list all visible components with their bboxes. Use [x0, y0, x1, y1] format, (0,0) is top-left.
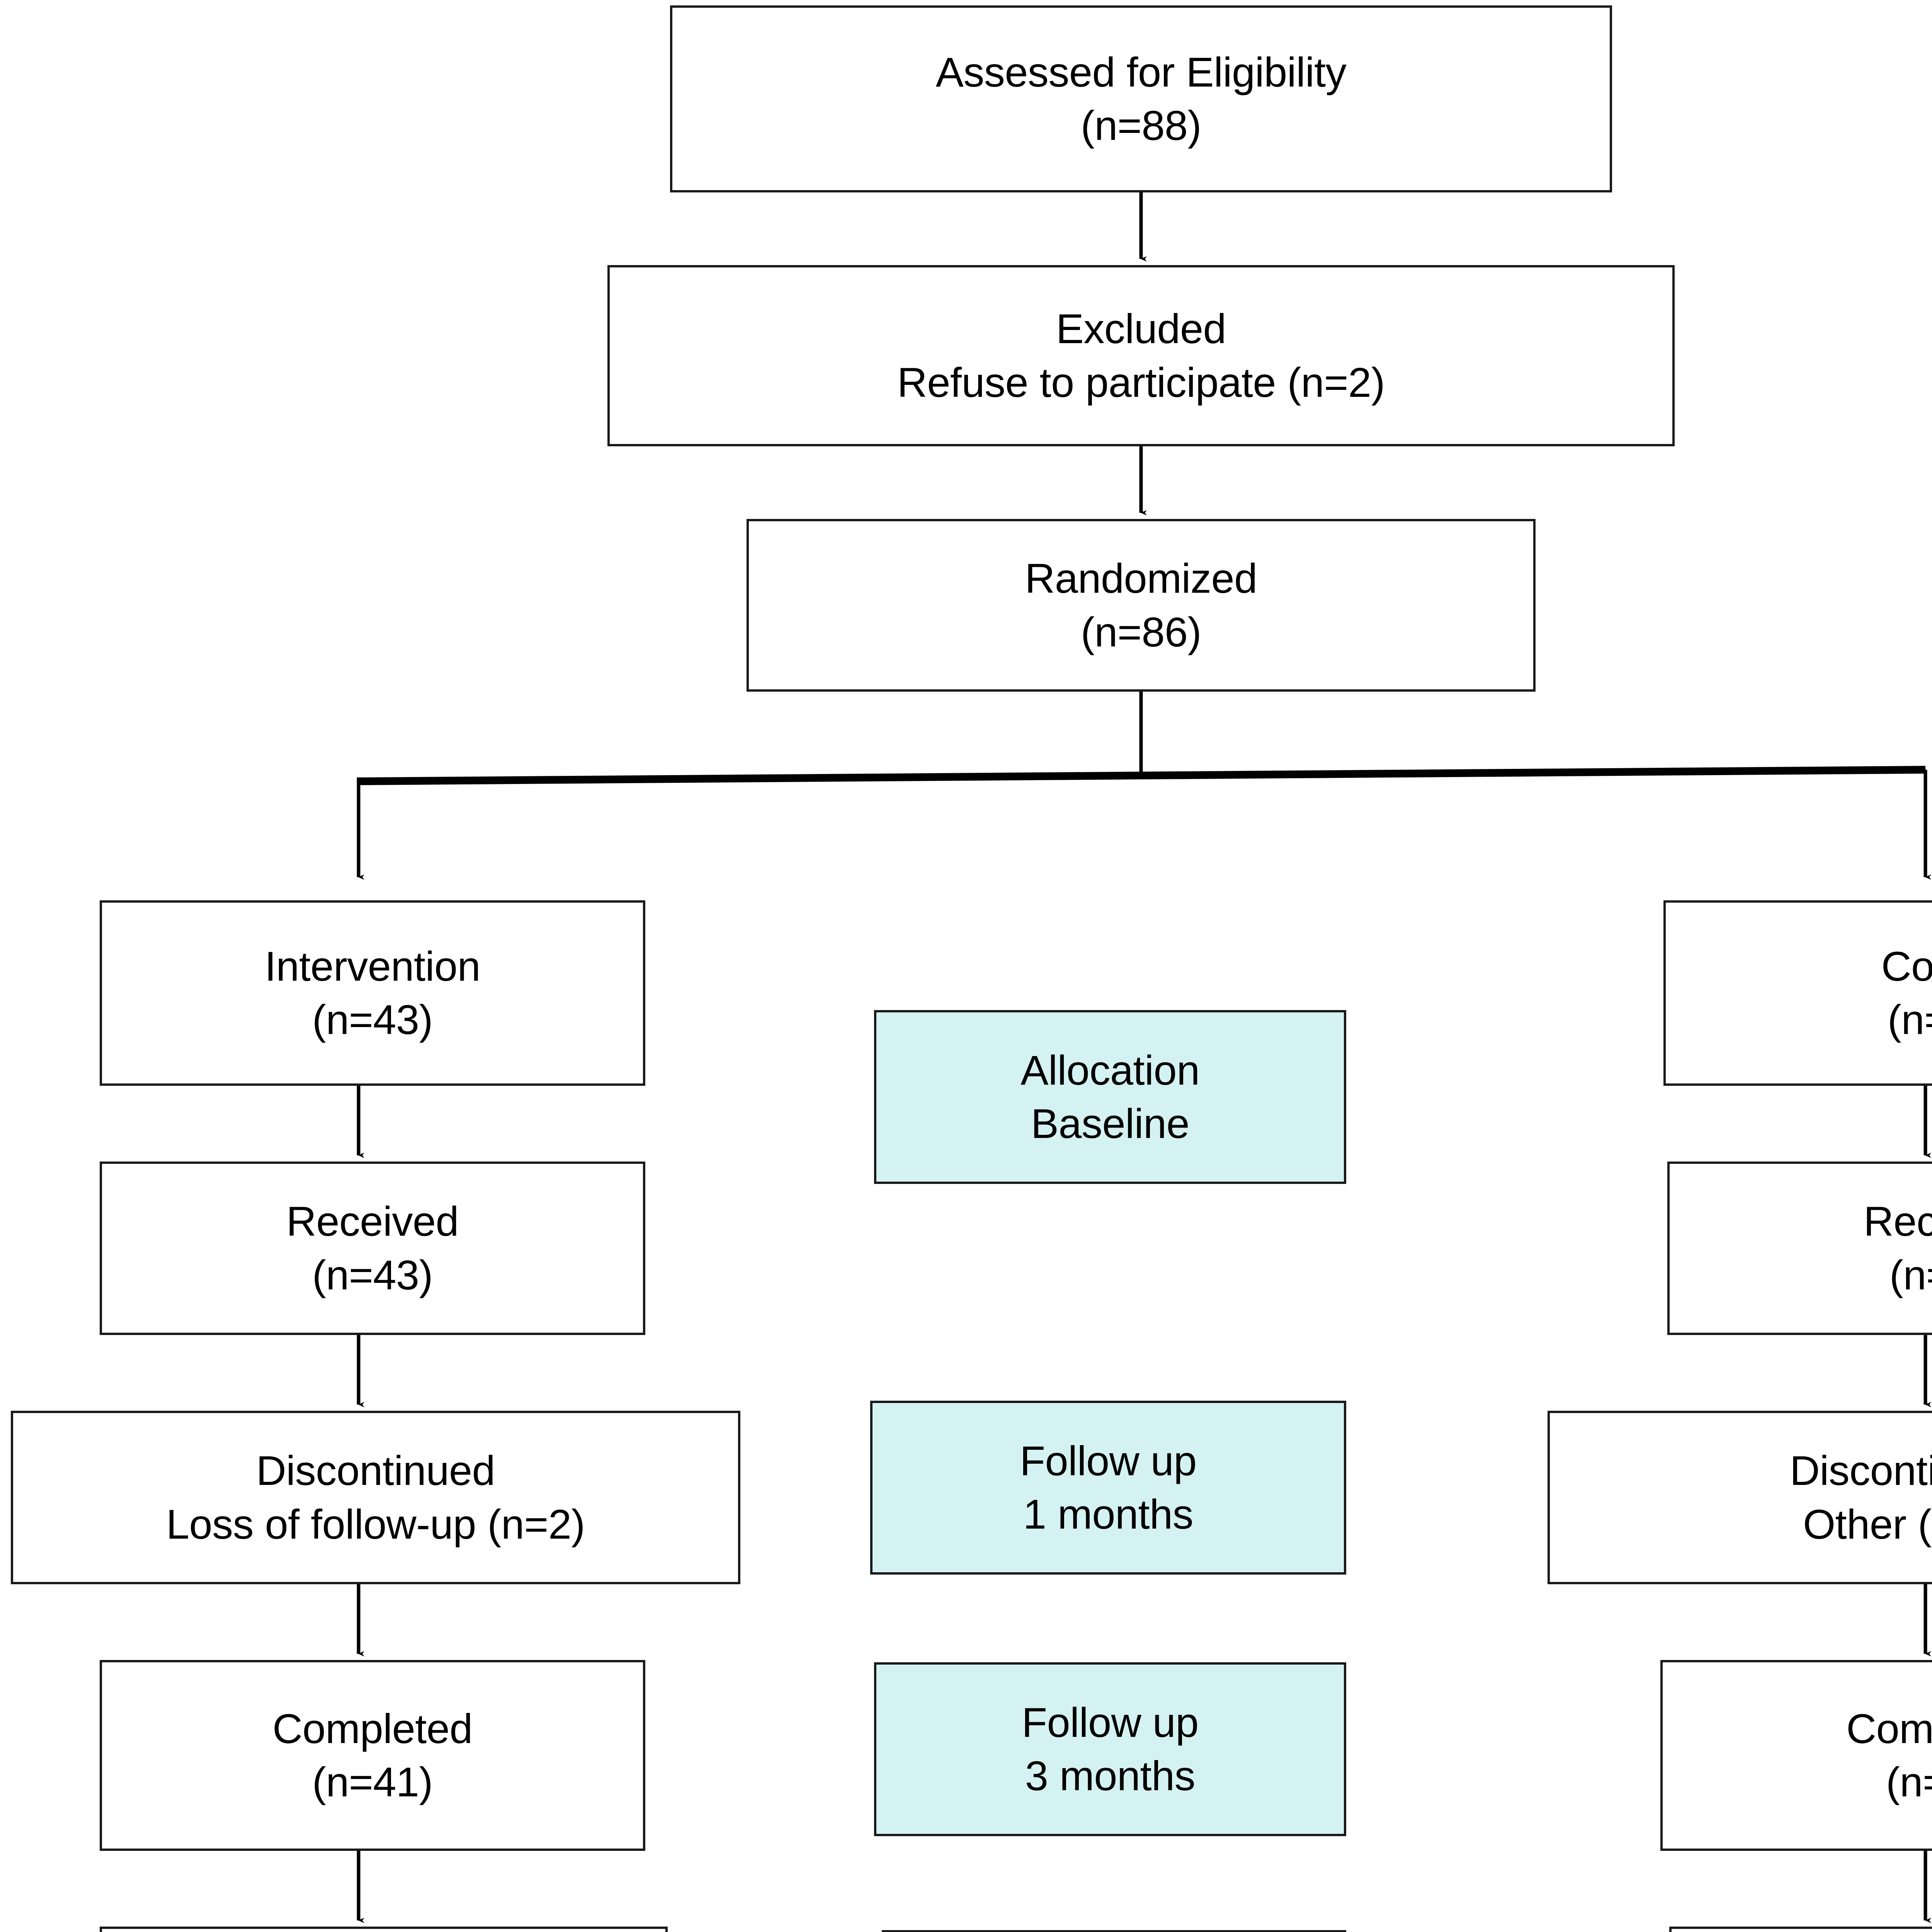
- intervention-allocated-line-1: Intervention: [264, 942, 481, 990]
- stage-allocation-line-2: Baseline: [1031, 1100, 1190, 1147]
- assessed-line-1: Assessed for Eligibility: [935, 48, 1347, 95]
- node-control-allocated[interactable]: Control (n=43): [1663, 900, 1932, 1086]
- node-randomized[interactable]: Randomized (n=86): [747, 519, 1536, 692]
- intervention-received-line-1: Received: [286, 1198, 459, 1245]
- stage-label-date-analyzed: Date Analyzed: [882, 1930, 1346, 1932]
- stage-label-followup-1-month: Follow up 1 months: [870, 1401, 1346, 1575]
- excluded-line-2: Refuse to participate (n=2): [897, 359, 1385, 406]
- control-completed-line-1: Completed: [1846, 1705, 1932, 1752]
- intervention-discontinued-line-1: Discontinued: [256, 1447, 495, 1494]
- stage-label-followup-3-months: Follow up 3 months: [874, 1662, 1346, 1836]
- stage-label-allocation: Allocation Baseline: [874, 1010, 1346, 1184]
- node-intervention-allocated[interactable]: Intervention (n=43): [100, 900, 645, 1086]
- stage-followup1-line-1: Follow up: [1020, 1437, 1197, 1484]
- connector-split-bus: [358, 766, 1926, 785]
- node-control-completed[interactable]: Completed (n=41): [1660, 1660, 1932, 1851]
- stage-followup1-line-2: 1 months: [1023, 1491, 1194, 1537]
- intervention-allocated-line-2: (n=43): [312, 996, 433, 1043]
- excluded-line-1: Excluded: [1056, 305, 1226, 352]
- intervention-completed-line-2: (n=41): [312, 1759, 433, 1805]
- control-allocated-line-2: (n=43): [1887, 996, 1932, 1043]
- randomized-line-2: (n=86): [1080, 608, 1202, 655]
- node-intervention-received[interactable]: Received (n=43): [100, 1162, 645, 1335]
- control-received-line-1: Received: [1863, 1198, 1932, 1245]
- control-discontinued-line-2: Other (n=2): [1803, 1500, 1932, 1548]
- intervention-discontinued-line-2: Loss of follow-up (n=2): [166, 1500, 585, 1548]
- control-discontinued-line-1: Discontinued: [1789, 1447, 1932, 1494]
- node-intervention-analyzed[interactable]: Analyzed (n=41): [100, 1927, 668, 1932]
- intervention-received-line-2: (n=43): [312, 1251, 433, 1298]
- randomized-line-1: Randomized: [1025, 555, 1257, 602]
- stage-followup3-line-2: 3 months: [1025, 1752, 1196, 1799]
- node-control-discontinued[interactable]: Discontinued Other (n=2): [1548, 1411, 1932, 1584]
- node-control-received[interactable]: Received (n=43): [1667, 1162, 1932, 1335]
- node-intervention-discontinued[interactable]: Discontinued Loss of follow-up (n=2): [11, 1411, 740, 1584]
- connector-int-discontinued-to-completed: [359, 1584, 1595, 1654]
- control-received-line-2: (n=43): [1889, 1251, 1932, 1298]
- stage-followup3-line-1: Follow up: [1022, 1699, 1199, 1746]
- node-intervention-completed[interactable]: Completed (n=41): [100, 1660, 645, 1851]
- node-control-analyzed[interactable]: Analyzed (n=41): [1669, 1927, 1932, 1932]
- node-assessed-for-eligibility[interactable]: Assessed for Eligibility (n=88): [670, 5, 1612, 192]
- node-excluded[interactable]: Excluded Refuse to participate (n=2): [607, 265, 1675, 446]
- control-completed-line-2: (n=41): [1886, 1759, 1932, 1805]
- assessed-line-2: (n=88): [1080, 102, 1202, 149]
- stage-allocation-line-1: Allocation: [1020, 1046, 1200, 1094]
- intervention-completed-line-1: Completed: [272, 1705, 473, 1752]
- control-allocated-line-1: Control: [1881, 942, 1932, 990]
